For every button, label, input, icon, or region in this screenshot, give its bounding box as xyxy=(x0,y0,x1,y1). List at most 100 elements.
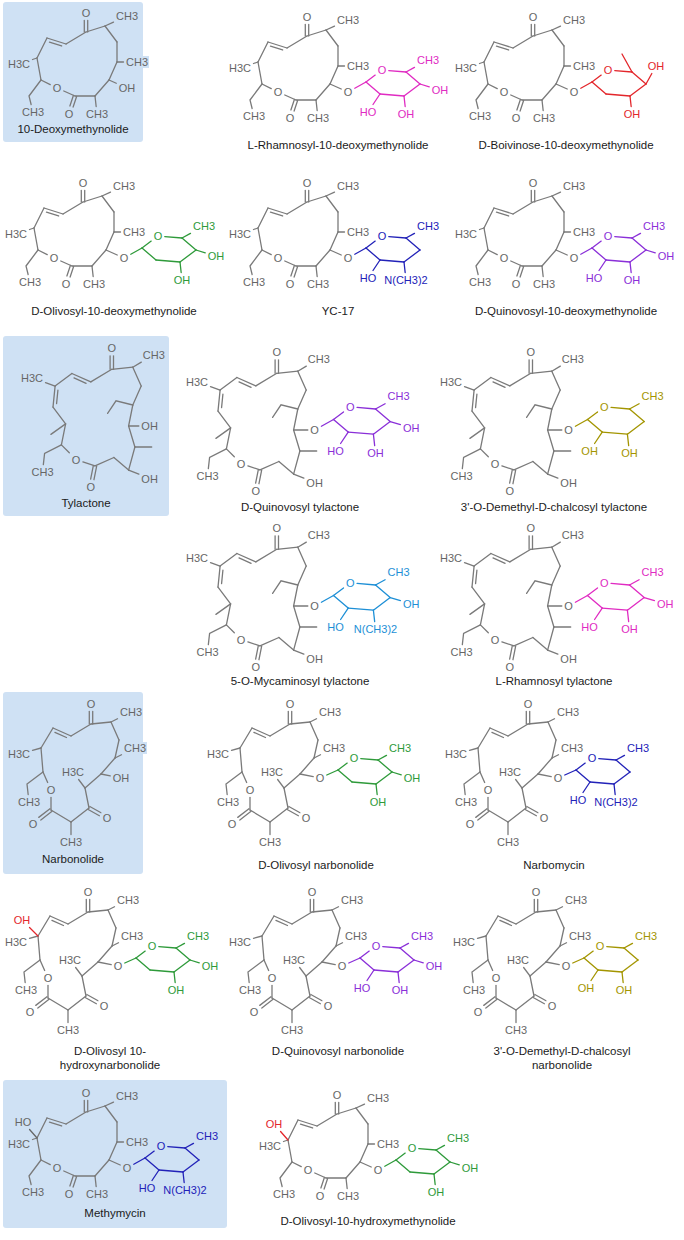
bond xyxy=(530,976,534,996)
atom-label: O xyxy=(332,1089,343,1101)
bond xyxy=(46,212,58,216)
bond xyxy=(322,946,336,962)
bond xyxy=(470,748,478,750)
bond xyxy=(156,260,180,262)
bond xyxy=(226,625,234,633)
bond xyxy=(367,970,374,981)
atom-label: HO xyxy=(359,106,378,118)
atom-label: O xyxy=(156,1140,167,1152)
bond xyxy=(84,191,85,203)
bond xyxy=(396,1153,405,1160)
bond xyxy=(522,265,542,266)
atom-label: O xyxy=(285,698,296,710)
bond xyxy=(135,446,152,447)
bond xyxy=(289,807,300,813)
bond xyxy=(531,25,532,37)
bond xyxy=(488,84,497,89)
atom-label: CH3 xyxy=(568,930,592,942)
bond xyxy=(92,712,93,725)
bond xyxy=(254,228,258,229)
atom-label: O xyxy=(343,252,354,264)
atom-label: CH3 xyxy=(306,112,330,124)
atom-label: O xyxy=(531,886,542,898)
atom-label: OH xyxy=(207,250,226,262)
bond xyxy=(112,928,116,946)
bond xyxy=(222,570,223,583)
bond xyxy=(356,1108,368,1124)
atom-label: H3C xyxy=(228,228,252,240)
atom-label: O xyxy=(490,458,501,470)
atom-label: CH3 xyxy=(340,894,364,906)
bond xyxy=(296,99,316,100)
bond xyxy=(486,936,488,960)
atom-label: OH xyxy=(623,274,642,286)
bond xyxy=(355,82,366,88)
bond xyxy=(588,420,603,433)
atom-label: HO xyxy=(326,621,345,633)
bond xyxy=(560,943,566,946)
bond xyxy=(334,596,349,609)
atom-label: CH3 xyxy=(504,1024,528,1036)
bond xyxy=(89,900,90,913)
bond xyxy=(114,458,129,471)
bond xyxy=(615,237,632,238)
bond xyxy=(321,1177,325,1188)
bond xyxy=(599,759,616,760)
bond xyxy=(51,424,66,435)
bond xyxy=(176,943,184,948)
atom-label: H3C xyxy=(7,748,31,760)
bond xyxy=(196,250,205,253)
bond xyxy=(552,192,560,196)
bond xyxy=(588,588,598,596)
atom-label: H3C xyxy=(439,552,463,564)
bond xyxy=(472,566,474,587)
bond xyxy=(488,960,493,971)
bond xyxy=(66,32,86,44)
bond xyxy=(85,788,89,808)
atom-label: CH3 xyxy=(626,742,650,754)
bond xyxy=(211,563,221,566)
bond xyxy=(180,262,181,273)
bond xyxy=(105,26,117,42)
bond xyxy=(300,1124,312,1128)
atom-label: CH3 xyxy=(532,278,556,290)
atom-label: CH3 xyxy=(388,742,412,754)
bond xyxy=(392,772,401,775)
bond xyxy=(49,42,61,46)
atom-label: OH xyxy=(559,477,578,489)
bond xyxy=(332,907,338,910)
atom-label: O xyxy=(285,278,296,290)
compound-box: OCH3H3CCH3OOCH3OHCH310-Deoxymethynolide xyxy=(3,2,143,142)
bond xyxy=(334,588,344,596)
bond xyxy=(400,948,414,960)
bond xyxy=(508,808,526,822)
bond xyxy=(105,22,113,26)
bond xyxy=(373,94,380,105)
bond xyxy=(496,998,516,1010)
bond xyxy=(376,409,391,422)
atom-label: CH3 xyxy=(561,353,585,365)
bond xyxy=(216,604,231,615)
bond xyxy=(495,986,496,999)
bond xyxy=(208,449,226,469)
atom-label: O xyxy=(301,812,312,824)
bond xyxy=(91,722,111,724)
bond xyxy=(294,627,300,650)
bond xyxy=(531,371,552,373)
atom-label: H3C xyxy=(185,552,209,564)
bond xyxy=(258,42,268,62)
bond xyxy=(496,212,508,216)
bond xyxy=(326,30,338,46)
bond xyxy=(576,763,585,770)
bond xyxy=(338,763,347,770)
bond xyxy=(376,784,377,795)
bond xyxy=(73,97,77,108)
bond xyxy=(548,585,552,606)
bond xyxy=(280,1162,292,1187)
bond xyxy=(614,772,630,784)
atom-label: CH3 xyxy=(344,930,368,942)
atom-label: O xyxy=(377,64,388,76)
bond xyxy=(95,80,109,96)
atom-label: HO xyxy=(138,1182,157,1194)
